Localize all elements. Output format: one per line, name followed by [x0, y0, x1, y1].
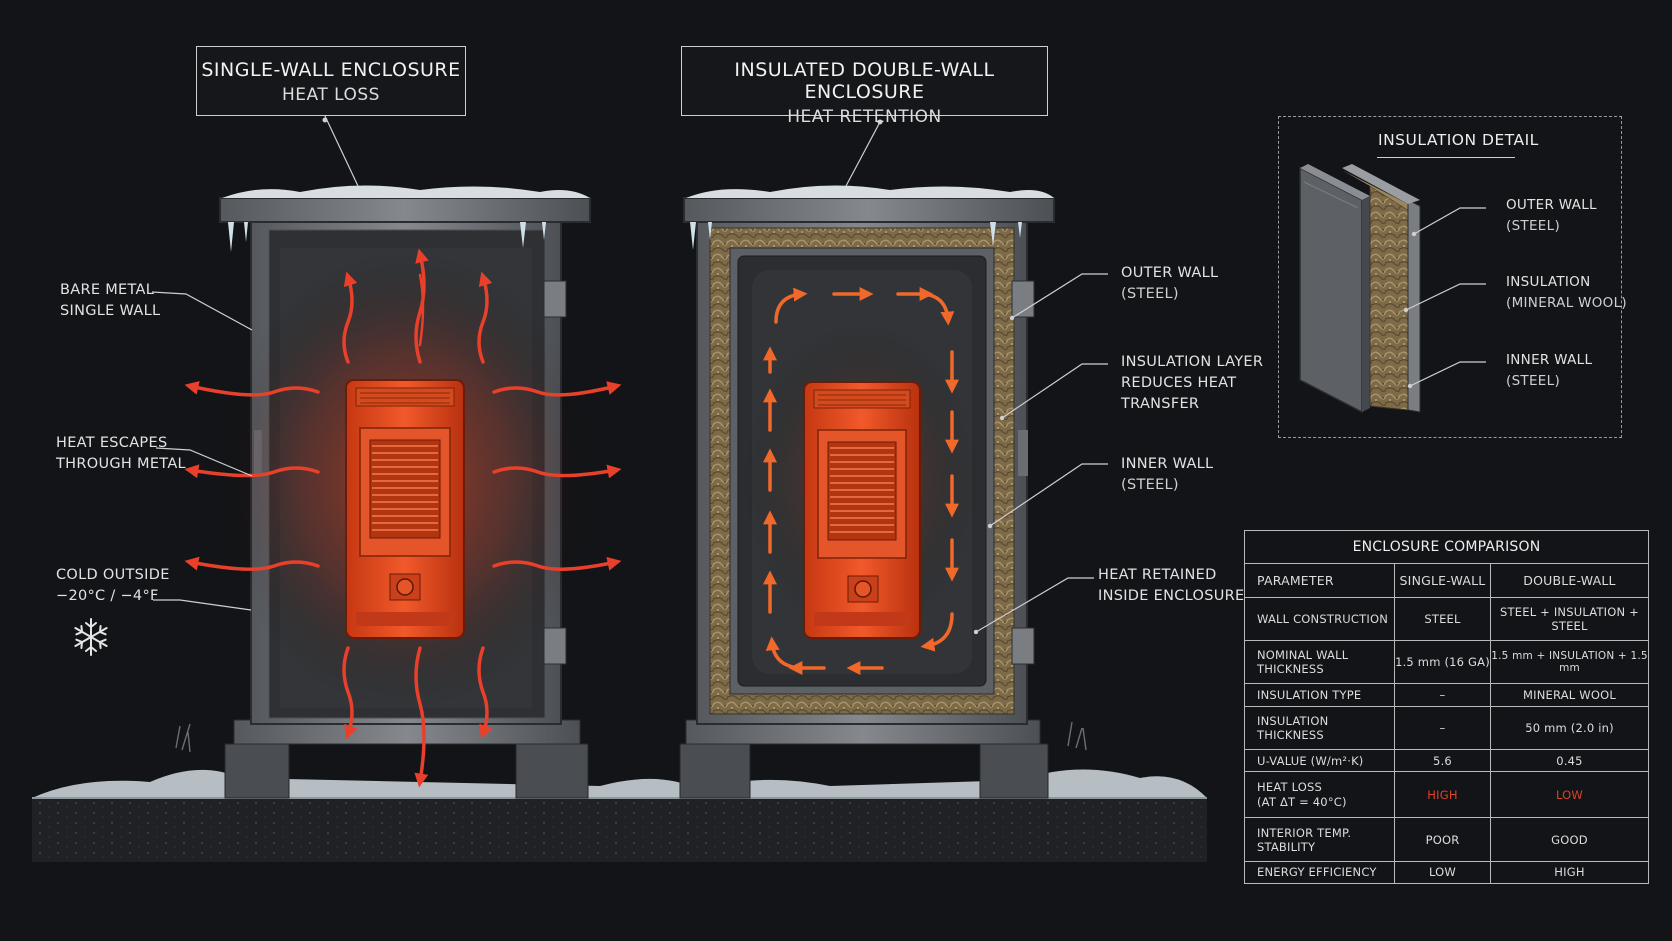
header-parameter: PARAMETER	[1244, 563, 1395, 598]
row-parameter: INSULATION THICKNESS	[1244, 705, 1395, 750]
bare-metal-line-2: SINGLE WALL	[60, 303, 161, 319]
row-single-value: 1.5 mm (16 GA)	[1394, 640, 1491, 685]
table-row: NOMINAL WALL THICKNESS 1.5 mm (16 GA) 1.…	[1244, 640, 1649, 685]
row-parameter: U-VALUE (W/m²·K)	[1244, 748, 1395, 773]
heat-retained-label: HEAT RETAINED INSIDE ENCLOSURE	[1098, 565, 1245, 607]
outer-wall-line-1: OUTER WALL	[1121, 265, 1219, 281]
header-single-wall: SINGLE-WALL	[1394, 563, 1491, 598]
row-parameter: INTERIOR TEMP. STABILITY	[1244, 817, 1395, 862]
row-double-value: HIGH	[1490, 860, 1649, 885]
detail-inner-wall-label: INNER WALL (STEEL)	[1506, 350, 1592, 392]
double-wall-leaders	[845, 121, 1108, 633]
detail-outer-wall-label: OUTER WALL (STEEL)	[1506, 195, 1597, 237]
table-row: HEAT LOSS (AT ΔT = 40°C) HIGH LOW	[1244, 771, 1649, 819]
row-parameter: HEAT LOSS (AT ΔT = 40°C)	[1244, 771, 1395, 819]
heat-retained-line-1: HEAT RETAINED	[1098, 567, 1217, 583]
enclosure-comparison-table: ENCLOSURE COMPARISON PARAMETER SINGLE-WA…	[1244, 530, 1649, 885]
heat-escapes-line-1: HEAT ESCAPES	[56, 435, 168, 451]
insulation-detail-section	[1299, 164, 1486, 414]
insulation-layer-line-1: INSULATION LAYER	[1121, 354, 1264, 370]
comparison-title: ENCLOSURE COMPARISON	[1244, 530, 1649, 564]
table-row: INTERIOR TEMP. STABILITY POOR GOOD	[1244, 817, 1649, 862]
inner-wall-line-1: INNER WALL	[1121, 456, 1214, 472]
heat-escapes-line-2: THROUGH METAL	[56, 456, 186, 472]
heat-loss-param-sub: (AT ΔT = 40°C)	[1257, 794, 1347, 809]
cold-outside-line-1: COLD OUTSIDE	[56, 567, 170, 583]
insulation-layer-line-3: TRANSFER	[1121, 396, 1200, 412]
row-parameter: WALL CONSTRUCTION	[1244, 596, 1395, 642]
single-wall-title: SINGLE-WALL ENCLOSURE	[201, 59, 461, 81]
insulation-layer-line-2: REDUCES HEAT	[1121, 375, 1237, 391]
row-single-value: HIGH	[1394, 771, 1491, 819]
row-single-value: –	[1394, 705, 1491, 750]
row-parameter: NOMINAL WALL THICKNESS	[1244, 640, 1395, 685]
row-parameter: INSULATION TYPE	[1244, 683, 1395, 707]
row-double-value: GOOD	[1490, 817, 1649, 862]
row-double-value: LOW	[1490, 771, 1649, 819]
outer-wall-line-2: (STEEL)	[1121, 286, 1179, 302]
bare-metal-line-1: BARE METAL	[60, 282, 155, 298]
double-wall-enclosure	[679, 119, 1108, 799]
detail-insulation-line-2: (MINERAL WOOL)	[1506, 295, 1627, 311]
ground	[32, 721, 1207, 862]
double-wall-title-box: INSULATED DOUBLE-WALL ENCLOSURE HEAT RET…	[681, 46, 1048, 127]
heater-unit	[803, 381, 921, 639]
inner-wall-line-2: (STEEL)	[1121, 477, 1179, 493]
bare-metal-label: BARE METAL SINGLE WALL	[60, 280, 160, 322]
row-single-value: –	[1394, 683, 1491, 707]
table-row: WALL CONSTRUCTION STEEL STEEL + INSULATI…	[1244, 596, 1649, 642]
cold-outside-label: COLD OUTSIDE −20°C / −4°F	[56, 565, 170, 607]
insulation-layer-label: INSULATION LAYER REDUCES HEAT TRANSFER	[1121, 352, 1263, 415]
row-double-value: 0.45	[1490, 748, 1649, 773]
table-row: U-VALUE (W/m²·K) 5.6 0.45	[1244, 748, 1649, 773]
row-double-value: 50 mm (2.0 in)	[1490, 705, 1649, 750]
heater-unit	[345, 379, 465, 639]
double-wall-title: INSULATED DOUBLE-WALL ENCLOSURE	[734, 59, 995, 103]
single-wall-leaders	[151, 115, 359, 611]
cold-outside-temperature: −20°C / −4°F	[56, 588, 159, 604]
inner-wall-label: INNER WALL (STEEL)	[1121, 454, 1213, 496]
table-header-row: PARAMETER SINGLE-WALL DOUBLE-WALL	[1244, 563, 1649, 598]
detail-insulation-line-1: INSULATION	[1506, 274, 1591, 290]
snowflake-icon	[74, 618, 108, 656]
single-wall-subtitle: HEAT LOSS	[282, 85, 380, 105]
heat-loss-param: HEAT LOSS	[1257, 779, 1323, 794]
row-double-value: MINERAL WOOL	[1490, 683, 1649, 707]
detail-inner-wall-line-2: (STEEL)	[1506, 373, 1561, 389]
heat-retained-line-2: INSIDE ENCLOSURE	[1098, 588, 1245, 604]
detail-outer-wall-line-2: (STEEL)	[1506, 218, 1561, 234]
heat-circulation-arrows	[763, 287, 959, 675]
table-row: INSULATION THICKNESS – 50 mm (2.0 in)	[1244, 705, 1649, 750]
table-row: INSULATION TYPE – MINERAL WOOL	[1244, 683, 1649, 707]
outer-wall-label: OUTER WALL (STEEL)	[1121, 263, 1218, 305]
insulation-detail-underline	[1377, 157, 1515, 158]
row-single-value: 5.6	[1394, 748, 1491, 773]
row-double-value: STEEL + INSULATION + STEEL	[1490, 596, 1649, 642]
table-row: ENERGY EFFICIENCY LOW HIGH	[1244, 860, 1649, 885]
insulation-detail-title: INSULATION DETAIL	[1378, 131, 1539, 149]
detail-insulation-label: INSULATION (MINERAL WOOL)	[1506, 272, 1627, 314]
detail-outer-wall-line-1: OUTER WALL	[1506, 197, 1597, 213]
insulation-detail-box	[1278, 116, 1622, 438]
single-wall-enclosure	[151, 115, 622, 799]
row-single-value: POOR	[1394, 817, 1491, 862]
double-wall-subtitle: HEAT RETENTION	[787, 107, 942, 127]
row-parameter: ENERGY EFFICIENCY	[1244, 860, 1395, 885]
row-single-value: LOW	[1394, 860, 1491, 885]
heat-loss-arrows	[184, 248, 622, 788]
detail-inner-wall-line-1: INNER WALL	[1506, 352, 1593, 368]
row-single-value: STEEL	[1394, 596, 1491, 642]
header-double-wall: DOUBLE-WALL	[1490, 563, 1649, 598]
heat-escapes-label: HEAT ESCAPES THROUGH METAL	[56, 433, 186, 475]
row-double-value: 1.5 mm + INSULATION + 1.5 mm	[1490, 640, 1649, 685]
single-wall-title-box: SINGLE-WALL ENCLOSURE HEAT LOSS	[196, 46, 466, 116]
